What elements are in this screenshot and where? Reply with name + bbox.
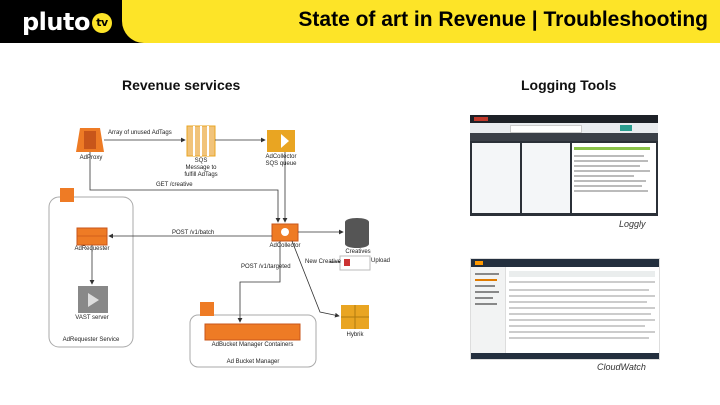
new-creative-label: New Creative	[305, 259, 342, 265]
creatives-bucket-icon	[345, 218, 369, 248]
vast-server-icon	[78, 286, 108, 313]
post-batch-label: POST /v1/batch	[172, 230, 215, 236]
aws-group-icon	[60, 188, 74, 202]
arrow-post-targeted	[237, 241, 281, 323]
adbucket-containers-icon	[204, 323, 301, 341]
arrow-collector-hybrik	[291, 240, 340, 318]
vast-server-label: VAST server	[75, 315, 109, 321]
adcollector-label: AdCollector	[269, 243, 301, 249]
adbucket-containers-label: AdBucket Manager Containers	[211, 342, 294, 348]
cloudwatch-screenshot	[470, 258, 660, 360]
hybrik-icon	[341, 305, 369, 329]
page-title: State of art in Revenue | Troubleshootin…	[298, 8, 708, 31]
arrow-adproxy-get	[89, 152, 281, 223]
post-targeted-label: POST /v1/targeted	[241, 264, 291, 270]
array-label: Array of unused AdTags	[108, 130, 172, 136]
adproxy-label: AdProxy	[79, 155, 103, 161]
adbucket-manager-box	[189, 314, 317, 368]
adbucket-manager-label: Ad Bucket Manager	[226, 359, 280, 365]
adcollector-queue-icon	[267, 130, 295, 152]
cloudwatch-caption: CloudWatch	[597, 362, 646, 372]
loggly-caption: Loggly	[619, 219, 646, 229]
sqs-queue-icon	[186, 125, 216, 157]
logging-tools-heading: Logging Tools	[521, 77, 617, 93]
adproxy-icon	[76, 128, 104, 152]
upload-widget	[339, 255, 371, 271]
aws-group-icon	[200, 302, 214, 316]
title-banner	[122, 0, 720, 43]
sqs-label: SQS Message to fulfill AdTags	[184, 158, 218, 178]
adrequester-icon	[76, 227, 108, 246]
hybrik-label: Hybrik	[346, 332, 364, 338]
get-creative-label: GET /creative	[156, 182, 193, 188]
adrequester-service-box	[48, 196, 134, 348]
revenue-services-heading: Revenue services	[122, 77, 241, 93]
adrequester-service-label: AdRequester Service	[62, 337, 120, 343]
tv-badge-icon: tv	[91, 13, 112, 33]
loggly-screenshot	[470, 115, 658, 216]
adcollector-icon	[271, 223, 299, 242]
upload-label: Upload	[371, 258, 391, 264]
adcollector-queue-label: AdCollector SQS queue	[265, 154, 297, 167]
adrequester-label: AdRequester	[74, 246, 110, 252]
creatives-label: Creatives	[345, 249, 371, 255]
